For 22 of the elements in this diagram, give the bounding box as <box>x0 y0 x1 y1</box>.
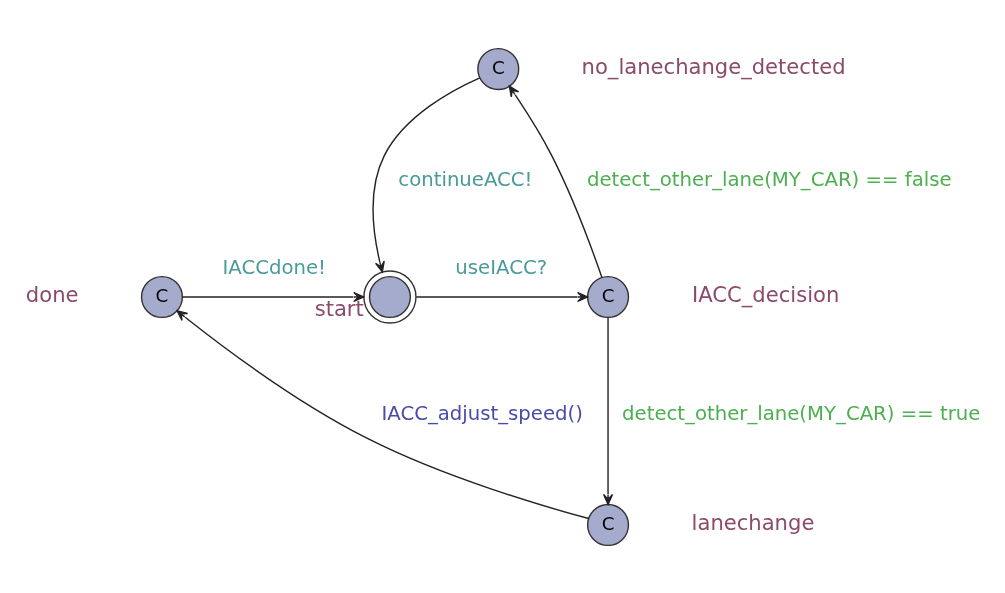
node-label: lanechange <box>691 509 815 535</box>
node-circle: C <box>586 275 630 318</box>
edge-label: detect_other_lane(MY_CAR) == false <box>586 167 952 191</box>
arrow <box>181 291 365 302</box>
arrow <box>372 76 481 273</box>
node-circle: C <box>586 503 630 546</box>
node-circle: C <box>477 47 520 90</box>
edge-label: continueACC! <box>398 167 533 191</box>
arrow <box>508 85 603 278</box>
edge-label: useIACC? <box>455 255 548 279</box>
node-label: no_lanechange_detected <box>581 53 846 79</box>
arrow <box>602 316 614 505</box>
node-label: IACC_decision <box>692 281 840 307</box>
arrow <box>176 309 590 519</box>
edge-label: detect_other_lane(MY_CAR) == true <box>622 401 981 425</box>
edge-label: IACCdone! <box>222 255 326 279</box>
node-circle: C <box>140 275 184 318</box>
arrow <box>415 291 589 302</box>
node-label: start <box>314 295 364 321</box>
node-circle <box>363 269 417 324</box>
node-label: done <box>25 281 79 307</box>
edge-label: IACC_adjust_speed() <box>381 401 583 425</box>
